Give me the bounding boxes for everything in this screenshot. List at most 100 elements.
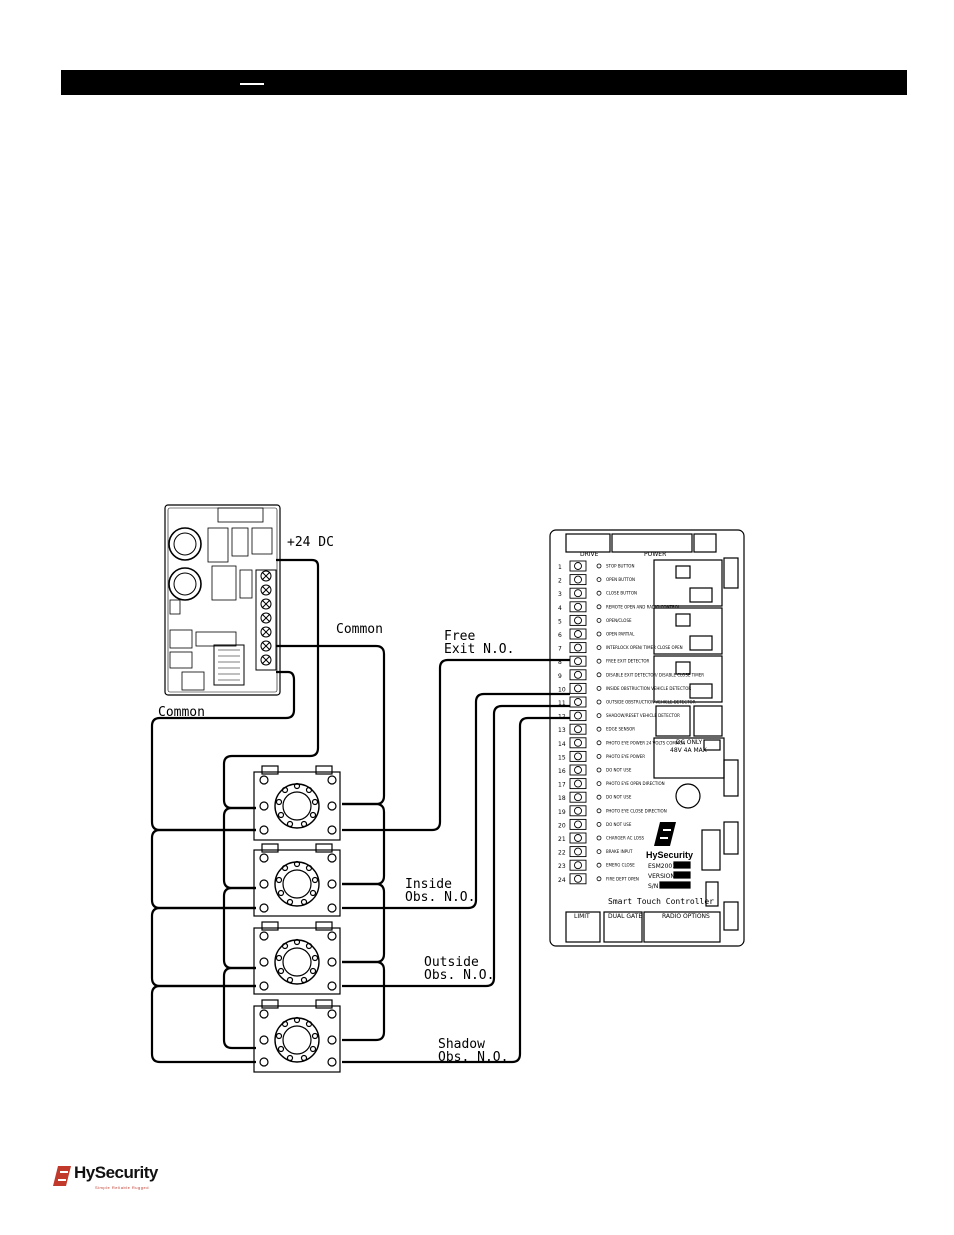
dc-only-label: DC ONLY (676, 739, 702, 746)
terminal-number: 3 (558, 591, 562, 598)
radio-options-label: RADIO OPTIONS (662, 913, 710, 920)
terminal-screw-head (574, 752, 582, 761)
terminal-number: 18 (558, 795, 566, 802)
terminal-led-icon (596, 590, 602, 596)
terminal-led-icon (596, 767, 602, 773)
terminal-label: INTERLOCK OPEN/ TIMER CLOSE OPEN (606, 645, 683, 650)
terminal-number: 20 (558, 822, 566, 829)
relay-socket-3 (253, 921, 341, 995)
terminal-screw-head (574, 874, 582, 883)
terminal-label: PHOTO EYE OPEN DIRECTION (606, 781, 665, 786)
terminal-screw-head (574, 616, 582, 625)
terminal-label: OPEN BUTTON (606, 577, 635, 582)
terminal-screw-head (574, 562, 582, 570)
terminal-screw-head (574, 684, 582, 693)
terminal-screw-head (574, 643, 582, 652)
terminal-label: INSIDE OBSTRUCTION VEHICLE DETECTOR (606, 686, 691, 691)
smart-touch-controller (549, 529, 745, 947)
controller-terminal-19: 19 PHOTO EYE CLOSE DIRECTION (558, 805, 667, 817)
relay-socket-2 (253, 843, 341, 917)
terminal-screw (569, 859, 587, 871)
terminal-number: 5 (558, 618, 562, 625)
label-free-1: Free (444, 629, 475, 644)
terminal-screw (569, 764, 587, 776)
terminal-screw (569, 818, 587, 830)
terminal-led-icon (596, 577, 602, 582)
terminal-led-icon (596, 645, 602, 650)
terminal-number: 15 (558, 754, 566, 761)
terminal-screw-head (574, 793, 582, 802)
terminal-screw (569, 737, 587, 749)
controller-terminal-11: 11 OUTSIDE OBSTRUCTION VEHICLE DETECTOR (558, 696, 696, 708)
controller-terminal-3: 3 CLOSE BUTTON (558, 587, 637, 599)
terminal-label: BRAKE INPUT (606, 849, 633, 854)
terminal-screw-head (574, 766, 582, 774)
terminal-label: REMOTE OPEN AND RADIO CONTROL (606, 604, 681, 609)
power-supply-terminal-strip (255, 569, 277, 671)
terminal-screw-head (574, 589, 582, 598)
label-inside-1: Inside (405, 877, 452, 892)
terminal-number: 23 (558, 863, 566, 870)
terminal-led-icon (596, 794, 602, 800)
terminal-screw (569, 846, 587, 858)
terminal-screw (569, 601, 587, 613)
controller-logo-icon (654, 822, 676, 846)
terminal-label: FIRE DEPT OPEN (606, 876, 639, 881)
terminal-led-icon (596, 631, 602, 637)
relay-socket-1 (253, 765, 341, 841)
terminal-label: CLOSE BUTTON (606, 591, 637, 596)
terminal-label: PHOTO EYE CLOSE DIRECTION (606, 808, 667, 813)
terminal-screw (569, 791, 587, 803)
terminal-screw (569, 778, 587, 790)
terminal-label: OUTSIDE OBSTRUCTION VEHICLE DETECTOR (606, 700, 696, 705)
terminal-screw (569, 560, 587, 572)
terminal-number: 8 (558, 659, 562, 666)
terminal-led-icon (596, 726, 602, 732)
terminal-screw (569, 669, 587, 681)
controller-brand: HySecurity (646, 850, 693, 860)
terminal-label: SHADOW/RESET VEHICLE DETECTOR (606, 713, 680, 718)
controller-model: ESM20017 (648, 863, 680, 870)
terminal-label: EMERG CLOSE (606, 863, 635, 868)
terminal-led-icon (596, 658, 602, 664)
power-supply-board (164, 504, 281, 696)
terminal-label: DISABLE EXIT DETECTOR/ DISABLE CLOSE TIM… (606, 672, 704, 677)
terminal-label: OPEN/CLOSE (606, 618, 632, 623)
relay-socket-4 (253, 999, 341, 1073)
header-dash (240, 83, 264, 85)
terminal-number: 10 (558, 686, 566, 693)
terminal-number: 6 (558, 632, 562, 639)
label-free-2: Exit N.O. (444, 642, 514, 657)
terminal-number: 19 (558, 809, 566, 816)
terminal-screw (569, 682, 587, 694)
footer-logo-icon (53, 1166, 71, 1186)
terminal-label: PHOTO EYE POWER 24 VOLTS COMMON (606, 740, 685, 745)
label-inside-2: Obs. N.O. (405, 890, 475, 905)
terminal-led-icon (596, 808, 602, 814)
terminal-screw-head (574, 602, 582, 611)
terminal-screw-head (574, 820, 582, 829)
terminal-screw-head (574, 657, 582, 666)
terminal-screw-head (574, 711, 582, 720)
drive-label: DRIVE (580, 551, 599, 558)
terminal-screw-head (574, 670, 582, 679)
terminal-led-icon (596, 849, 602, 854)
controller-title: Smart Touch Controller (608, 897, 714, 906)
terminal-number: 11 (558, 700, 566, 707)
terminal-screw-head (574, 725, 582, 734)
terminal-label: CHARGER AC LOSS (606, 836, 644, 841)
terminal-screw (569, 805, 587, 817)
label-common-left: Common (158, 705, 205, 720)
terminal-led-icon (596, 740, 602, 746)
wires (150, 558, 570, 1064)
